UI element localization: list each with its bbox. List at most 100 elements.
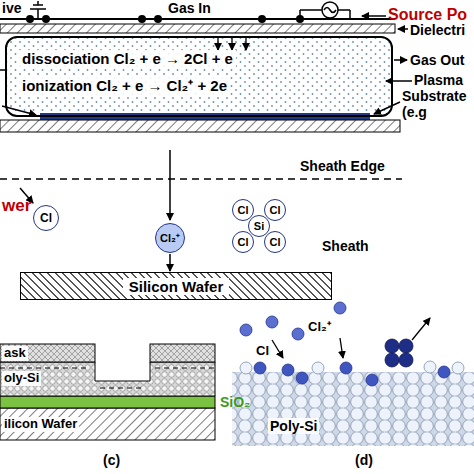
drawing-stroke (340, 362, 352, 374)
ion-arrow (340, 338, 343, 358)
drawing-stroke (154, 15, 162, 23)
mask-right (150, 344, 215, 362)
drawing-stroke (37, 9, 39, 19)
figure-label: Poly-Si (268, 418, 319, 434)
reactor (0, 1, 412, 132)
drawing-stroke (300, 9, 322, 11)
drawing-stroke (438, 366, 450, 378)
atom-symbol: Cl (270, 205, 281, 216)
poly-si-layer (0, 362, 215, 396)
drawing-stroke (322, 2, 338, 18)
figure-label: (d) (355, 452, 373, 468)
atom-symbol: Cl (238, 205, 249, 216)
drawing-stroke (334, 302, 346, 314)
surface-bumps (240, 361, 464, 374)
drawing-stroke (452, 362, 464, 374)
figure-label: SiO₂ (220, 394, 250, 410)
atom-circle: Cl (232, 231, 254, 253)
sio2-layer (0, 396, 215, 408)
wafer-label: Silicon Wafer (123, 278, 229, 295)
drawing-stroke (26, 15, 34, 23)
plasma-glow (7, 38, 391, 112)
drawing-stroke (37, 1, 39, 5)
desorption-arrow (412, 318, 430, 340)
figure-label: Dielectri (410, 22, 465, 38)
leader-arrow (362, 15, 386, 17)
mask-left (0, 344, 95, 362)
bias-battery (30, 1, 46, 19)
figure-label: Plasma (414, 72, 463, 88)
sicl4-product (385, 339, 413, 367)
figure-label: ilicon Wafer (2, 417, 79, 432)
drawing-stroke (366, 374, 378, 386)
drawing-stroke (292, 328, 304, 340)
figure-label: Cl₂⁺ (308, 320, 331, 335)
figure-label: Source Po (388, 6, 467, 24)
drawing-stroke (254, 362, 266, 374)
atom-symbol: Cl (40, 212, 52, 224)
gas-out-arrow (394, 59, 407, 61)
atom-symbol: Cl (270, 237, 281, 248)
atom-circle: Cl (264, 199, 286, 221)
figure-label: ask (2, 346, 28, 361)
profile-dashes (0, 368, 215, 388)
dielectric-window (0, 24, 395, 33)
gas-holes (26, 15, 304, 23)
leader-arrow (398, 28, 408, 30)
top-electrode (0, 18, 395, 20)
drawing-stroke (312, 362, 324, 374)
figure-label: ive (2, 0, 21, 16)
incoming-atoms (240, 302, 346, 340)
wafer-block: Silicon Wafer (20, 272, 332, 300)
ion-path-arrow (169, 254, 171, 271)
drawing-stroke (399, 353, 413, 367)
sheath-edge-line (0, 178, 402, 180)
drawing-stroke (217, 38, 218, 50)
ion-arrow (169, 150, 171, 220)
figure-label: Gas Out (410, 52, 464, 68)
drawing-stroke (231, 38, 232, 50)
atom-symbol: Cl₂⁺ (160, 233, 180, 244)
ac-source (300, 2, 350, 19)
substrate-holder (0, 120, 400, 132)
poly-si-spheres (232, 372, 474, 446)
leader-arrow (386, 80, 412, 82)
drawing-stroke (296, 372, 308, 384)
reaction-equation: dissociation Cl₂ + e → 2Cl + e (19, 50, 236, 67)
figure-label: Sheath Edge (300, 158, 385, 174)
leader-arrow (374, 102, 400, 114)
drawing-stroke (245, 38, 246, 50)
drawing-stroke (30, 8, 46, 10)
leader-arrow (2, 106, 36, 115)
figure-label: Cl (256, 344, 269, 359)
drawing-stroke (424, 361, 436, 373)
sheath-view (0, 150, 402, 220)
atom-symbol: Si (254, 221, 264, 232)
drawing-stroke (282, 364, 294, 376)
figure-label: oly-Si (2, 371, 41, 386)
surface-view (232, 302, 474, 446)
atom-circle: Cl₂⁺ (155, 223, 185, 253)
etch-profile (0, 344, 215, 440)
drawing-stroke (138, 15, 146, 23)
figure-label: (c) (103, 452, 120, 468)
silicon-wafer-c (0, 408, 215, 440)
drawing-stroke (324, 8, 336, 13)
drawing-stroke (399, 339, 413, 353)
plasma-chamber: dissociation Cl₂ + e → 2Cl + e ionization… (5, 36, 393, 117)
atom-circle: Cl (264, 231, 286, 253)
reaction-equation: ionization Cl₂ + e → Cl₂⁺ + 2e (19, 75, 230, 95)
drawing-stroke (385, 339, 399, 353)
atom-circle: Cl (33, 205, 59, 231)
electron-arrows (218, 38, 246, 50)
figure-label: Substrate (e.g (402, 88, 472, 120)
figure-label: Sheath (322, 238, 369, 254)
drawing-stroke (240, 324, 252, 336)
figure-label: Gas In (166, 0, 213, 16)
radical-arrow (272, 340, 283, 358)
drawing-stroke (240, 362, 252, 374)
drawing-stroke (338, 9, 350, 11)
drawing-stroke (42, 15, 50, 23)
drawing-stroke (258, 15, 266, 23)
